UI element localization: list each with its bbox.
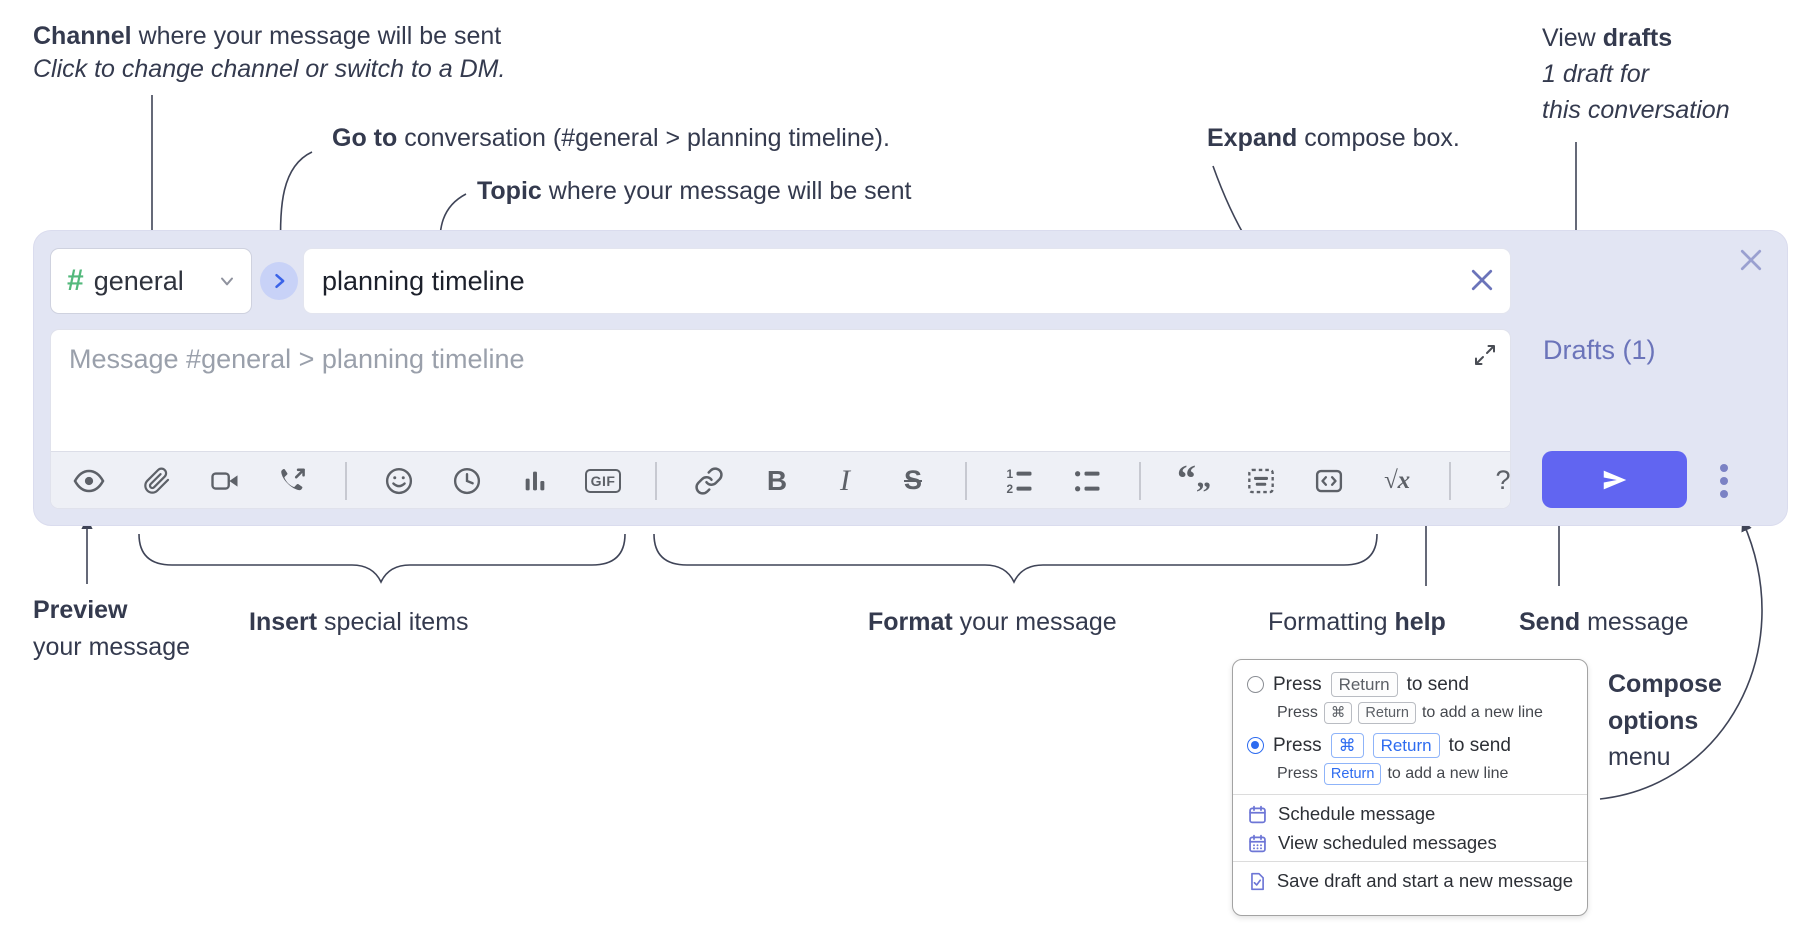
draft-check-icon — [1251, 872, 1264, 890]
quote-icon[interactable]: “” — [1177, 457, 1211, 509]
italic-icon[interactable]: I — [840, 463, 850, 497]
clear-topic-icon[interactable] — [1467, 265, 1497, 295]
message-input-region — [51, 330, 1510, 451]
strikethrough-icon[interactable]: S — [903, 465, 922, 495]
calendar-grid-icon — [1249, 834, 1266, 852]
compose-box: # general — [33, 230, 1788, 526]
return-key-chip: Return — [1330, 672, 1398, 697]
annotation-expand: Expand compose box. — [1207, 124, 1460, 152]
toolbar-divider — [655, 461, 657, 500]
return-key-chip: Return — [1372, 733, 1440, 758]
spoiler-icon[interactable] — [1245, 463, 1277, 499]
brace-format — [653, 533, 1378, 584]
kebab-dot — [1720, 464, 1728, 472]
message-area: GIF B I S 1 2 — [50, 329, 1511, 509]
gif-icon[interactable]: GIF — [584, 463, 622, 499]
code-icon[interactable] — [1313, 463, 1345, 499]
toolbar-divider — [1139, 461, 1141, 500]
brace-insert — [138, 533, 626, 584]
send-button[interactable] — [1542, 451, 1687, 508]
menu-divider — [1233, 861, 1587, 862]
topic-input[interactable] — [303, 248, 1511, 314]
numbered-list-icon[interactable]: 1 2 — [1003, 463, 1035, 499]
radio-unselected-icon[interactable] — [1247, 676, 1264, 693]
menu-item-view-scheduled[interactable]: View scheduled messages — [1247, 832, 1573, 854]
annotation-format: Format your message — [868, 608, 1117, 636]
voice-call-icon[interactable] — [277, 463, 309, 499]
cmd-key-chip: ⌘ — [1323, 702, 1353, 724]
menu-item-save-draft[interactable]: Save draft and start a new message — [1247, 870, 1573, 892]
topic-input-wrap — [303, 248, 1511, 314]
return-key-chip: Return — [1323, 763, 1382, 785]
message-input[interactable] — [51, 330, 1510, 451]
send-option-cmd-return[interactable]: Press ⌘ Return to send — [1247, 733, 1573, 758]
bulleted-list-icon[interactable] — [1071, 463, 1103, 499]
toolbar-divider — [965, 461, 967, 500]
kebab-dot — [1720, 477, 1728, 485]
emoji-icon[interactable] — [383, 463, 415, 499]
math-icon[interactable]: √x — [1383, 466, 1411, 494]
annotation-preview: Preview your message — [33, 596, 191, 661]
go-to-conversation-button[interactable] — [260, 262, 298, 300]
expand-compose-icon[interactable] — [1473, 343, 1497, 367]
kebab-dot — [1720, 490, 1728, 498]
send-option-return-sub: Press ⌘ Return to add a new line — [1277, 702, 1573, 724]
annotation-formatting-help: Formatting help — [1268, 608, 1446, 636]
attach-file-icon[interactable] — [141, 463, 173, 499]
channel-selector[interactable]: # general — [50, 248, 252, 314]
annotation-channel: Channel where your message will be sent … — [33, 22, 506, 83]
annotation-topic: Topic where your message will be sent — [477, 177, 912, 205]
cmd-key-chip: ⌘ — [1330, 733, 1364, 758]
menu-item-schedule-message[interactable]: Schedule message — [1247, 803, 1573, 825]
annotation-compose-options: Compose options menu — [1608, 670, 1722, 771]
compose-options-menu: Press Return to send Press ⌘ Return to a… — [1232, 659, 1588, 916]
message-formatting-help-icon[interactable]: ? — [1495, 465, 1511, 495]
radio-selected-icon[interactable] — [1247, 737, 1264, 754]
channel-hash-icon: # — [67, 264, 84, 297]
close-compose-icon[interactable] — [1736, 245, 1766, 275]
chevron-right-icon — [275, 273, 285, 289]
time-icon[interactable] — [451, 463, 483, 499]
svg-text:2: 2 — [1007, 481, 1014, 495]
send-option-return[interactable]: Press Return to send — [1247, 672, 1573, 697]
compose-options-menu-button[interactable] — [1712, 459, 1736, 503]
compose-toolbar: GIF B I S 1 2 — [51, 451, 1511, 509]
drafts-link[interactable]: Drafts (1) — [1543, 335, 1656, 365]
poll-icon[interactable] — [519, 463, 551, 499]
chevron-down-icon — [221, 277, 233, 286]
channel-name: general — [93, 265, 184, 296]
link-icon[interactable] — [693, 463, 725, 499]
video-call-icon[interactable] — [209, 463, 241, 499]
return-key-chip: Return — [1358, 702, 1416, 724]
send-icon — [1603, 470, 1626, 489]
toolbar-divider — [345, 461, 347, 500]
calendar-icon — [1249, 805, 1266, 823]
menu-divider — [1233, 794, 1587, 795]
toolbar-divider — [1449, 461, 1451, 500]
annotation-view-drafts: View drafts 1 draft for this conversatio… — [1542, 24, 1730, 124]
annotation-insert: Insert special items — [249, 608, 469, 636]
preview-icon[interactable] — [73, 463, 105, 499]
bold-icon[interactable]: B — [766, 464, 788, 496]
annotation-go-to: Go to conversation (#general > planning … — [332, 124, 890, 152]
send-option-cmd-return-sub: Press Return to add a new line — [1277, 763, 1573, 785]
svg-text:1: 1 — [1007, 466, 1014, 480]
annotation-send: Send message — [1519, 608, 1689, 636]
